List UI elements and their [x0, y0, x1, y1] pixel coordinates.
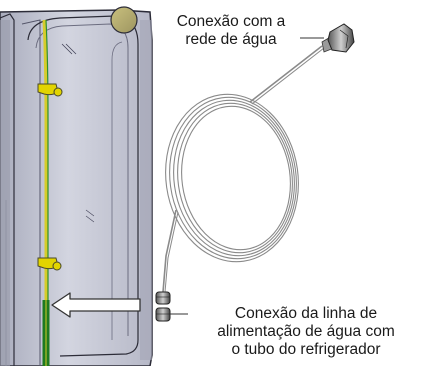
tube-clip-lower — [37, 257, 62, 271]
callout-water-supply-connection: Conexão com a rede de água — [158, 13, 304, 49]
callout-fridge-tube-connection: Conexão da linha de alimentação de água … — [188, 305, 424, 359]
fridge-panel-drawing — [0, 6, 153, 366]
leader-lines — [170, 37, 324, 315]
callout-line: Conexão com a — [176, 13, 286, 30]
connector-nut-drawing — [321, 23, 355, 53]
water-line-coil-drawing — [162, 45, 325, 293]
callout-line: Conexão da linha de — [234, 305, 378, 322]
tube-clip-upper — [37, 83, 63, 97]
callout-line: o tubo do refrigerador — [231, 341, 381, 358]
lower-connector-nuts — [155, 291, 171, 322]
pointer-arrow-icon — [51, 292, 141, 318]
callout-line: rede de água — [185, 31, 277, 48]
fridge-water-tube — [37, 19, 63, 366]
callout-line: alimentação de água com — [217, 323, 395, 340]
